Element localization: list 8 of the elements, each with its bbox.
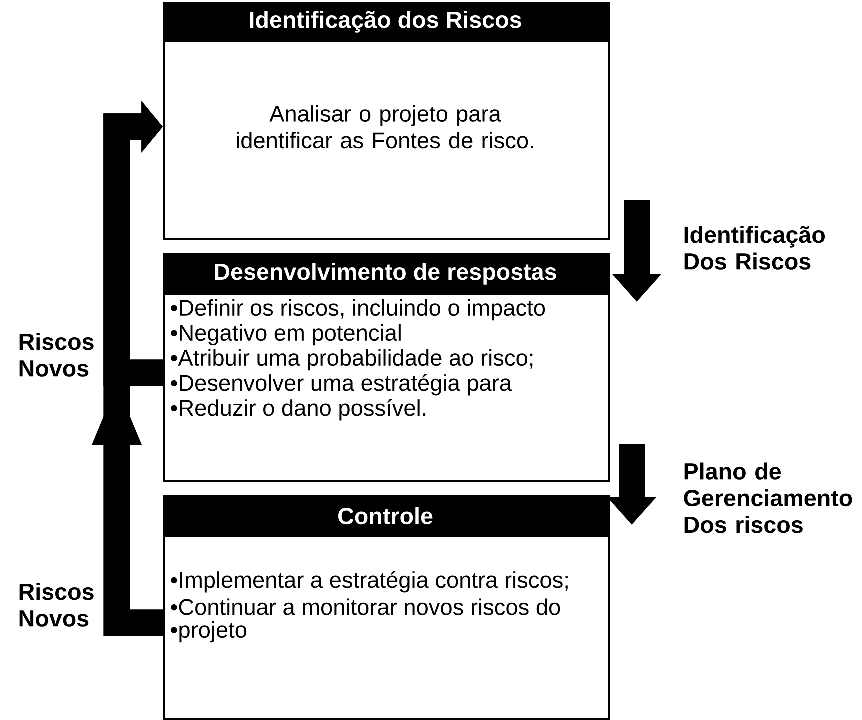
edge-label: Identificação Dos Riscos <box>684 226 825 270</box>
arrow <box>104 101 163 386</box>
edge-label: Plano de Gerenciamento Dos riscos <box>684 462 852 534</box>
process-box: Desenvolvimento de respostas •Definir os riscos, incluindo o impacto •Negativo em potencial •Atribuir uma probabilidade ao risco; •Desenvolver uma estratégia para •Reduzir o dano possível. <box>163 253 610 482</box>
edge-label: Riscos Novos <box>20 583 94 627</box>
edge-label: Riscos Novos <box>20 333 94 377</box>
process-box: Controle •Implementar a estratégia contra riscos; •Continuar a monitorar novos riscos do •projeto <box>163 495 610 720</box>
process-box: Identificação dos Riscos Analisar o projeto para identificar as Fontes de risco. <box>163 2 610 240</box>
